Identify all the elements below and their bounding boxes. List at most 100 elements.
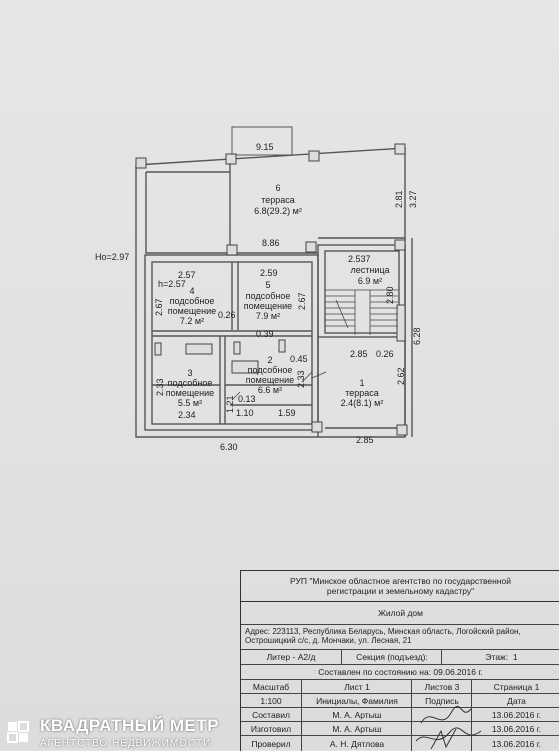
room2-number: 2	[267, 355, 272, 365]
agency-watermark: КВАДРАТНЫЙ МЕТР АГЕНТСТВО НЕДВИЖИМОСТИ	[0, 708, 300, 750]
stamp-org: РУП "Минское областное агентство по госу…	[241, 571, 559, 602]
stamp-date-3: 13.06.2016 г.	[471, 736, 559, 751]
dim-stair-side: 2.80	[385, 286, 395, 304]
stamp-role-3: Проверил	[251, 738, 291, 749]
dim-026-b: 0.26	[376, 349, 394, 359]
floor-plan: 9.15 Ho=2.97 2.81 3.27 8.86 2.57 h=2.57 …	[95, 126, 422, 452]
room5-number: 5	[265, 280, 270, 290]
room3-name1: подсобное	[168, 378, 213, 388]
dim-room4-width: 2.57	[178, 270, 196, 280]
dim-room4-side: 2.67	[154, 298, 164, 316]
stamp-sheet-label: Лист	[344, 681, 363, 692]
room6-number: 6	[275, 183, 280, 193]
stamp-sheets-value: 3	[454, 681, 460, 692]
stair-flight	[325, 289, 398, 335]
dim-bottom-right: 2.85	[356, 435, 374, 445]
stamp-header-row: Масштаб Лист 1 Листов 3 Страница 1	[241, 680, 559, 694]
dim-stair-width: 2.537	[348, 254, 371, 264]
dim-outer-total: 6.28	[412, 327, 422, 345]
dim-stair-bottom: 2.85	[350, 349, 368, 359]
plan-columns	[135, 143, 408, 436]
stamp-name-2: М. А. Артыш	[301, 722, 412, 735]
stamp-sheets: Листов 3	[411, 680, 472, 693]
stamp-state-date: Составлен по состоянию на: 09.06.2016 г.	[241, 665, 559, 680]
dim-039: 0.39	[256, 329, 274, 339]
stamp-scale-label: Масштаб	[252, 681, 290, 692]
room2-area: 6.6 м²	[258, 385, 282, 395]
stamp-object: Жилой дом	[241, 602, 559, 625]
room1-area: 2.4(8.1) м²	[341, 398, 384, 408]
dim-121: 1.21	[225, 395, 235, 413]
room1-number: 1	[359, 378, 364, 388]
dim-terrace-right: 2.81	[394, 190, 404, 208]
stamp-signature-1	[411, 708, 472, 721]
stamp-floor: Этаж: 1	[441, 650, 559, 664]
room6-name: терраса	[261, 195, 295, 205]
stamp-row-checked: Проверил А. Н. Дятлова 13.06.2016 г.	[241, 736, 559, 751]
dim-room4-height: h=2.57	[158, 279, 186, 289]
stamp-org-line2: регистрации и земельному кадастру"	[326, 586, 475, 596]
dim-bottom-left: 6.30	[220, 442, 238, 452]
stair-area: 6.9 м²	[358, 276, 382, 286]
stamp-date-label: Дата	[471, 694, 559, 707]
watermark-subtitle: АГЕНТСТВО НЕДВИЖИМОСТИ	[40, 738, 212, 749]
plan-walls	[135, 126, 413, 438]
dim-room3-width: 2.34	[178, 410, 196, 420]
stamp-address-line2: Острошицкий с/с, д. Мончаки, ул. Лесная,…	[245, 636, 412, 645]
dim-110: 1.10	[236, 408, 254, 418]
dim-045: 0.45	[290, 354, 308, 364]
stair-name: лестница	[350, 265, 389, 275]
room5-area: 7.9 м²	[256, 311, 280, 321]
stamp-section: Секция (подъезд):	[341, 650, 442, 664]
stamp-subheader-row: 1:100 Инициалы, Фамилия Подпись Дата	[241, 694, 559, 708]
room5-name1: подсобное	[246, 291, 291, 301]
dim-room5-width: 2.59	[260, 268, 278, 278]
stamp-date-1: 13.06.2016 г.	[471, 708, 559, 721]
dim-013: 0.13	[238, 394, 256, 404]
room2-name2: помещение	[246, 375, 294, 385]
room3-name2: помещение	[166, 388, 214, 398]
dim-159: 1.59	[278, 408, 296, 418]
stamp-org-line1: РУП "Минское областное агентство по госу…	[290, 576, 511, 586]
room3-area: 5.5 м²	[178, 398, 202, 408]
stamp-initials-label: Инициалы, Фамилия	[301, 694, 412, 707]
dim-top-width: 9.15	[256, 142, 274, 152]
stamp-role-2: Изготовил	[250, 723, 292, 734]
dim-room5-side: 2.67	[297, 292, 307, 310]
stamp-signature-2	[411, 722, 472, 735]
room4-name1: подсобное	[170, 296, 215, 306]
stamp-scale-value: 1:100	[260, 695, 282, 706]
stamp-date-2: 13.06.2016 г.	[471, 722, 559, 735]
stamp-litera-row: Литер - А2/д Секция (подъезд): Этаж: 1	[241, 650, 559, 665]
dim-height-label: Ho=2.97	[95, 252, 129, 262]
stamp-signature-label: Подпись	[411, 694, 472, 707]
dim-026-a: 0.26	[218, 310, 236, 320]
stamp-floor-label: Этаж:	[485, 652, 509, 662]
stamp-signature-3	[411, 736, 472, 751]
room5-name2: помещение	[244, 301, 292, 311]
stamp-row-made: Изготовил М. А. Артыш 13.06.2016 г.	[241, 722, 559, 736]
stamp-litera: Литер - А2/д	[266, 652, 316, 662]
stamp-address-line1: Адрес: 223113, Республика Беларусь, Минс…	[245, 627, 521, 636]
room4-name2: помещение	[168, 306, 216, 316]
stamp-sheets-label: Листов	[424, 681, 453, 692]
dim-room3-side: 2.33	[155, 378, 165, 396]
agency-logo-icon	[7, 721, 29, 743]
stamp-name-1: М. А. Артыш	[301, 708, 412, 721]
handwritten-signatures	[415, 705, 482, 750]
stamp-role-1: Составил	[252, 709, 290, 720]
dim-room2-side: 2.33	[296, 370, 306, 388]
stamp-floor-value: 1	[512, 652, 518, 662]
room1-name: терраса	[345, 388, 379, 398]
room6-area: 6.8(29.2) м²	[254, 206, 302, 216]
dim-terrace1-side: 2.62	[396, 367, 406, 385]
dim-mid-width: 8.86	[262, 238, 280, 248]
stamp-address: Адрес: 223113, Республика Беларусь, Минс…	[241, 625, 559, 650]
room3-number: 3	[187, 368, 192, 378]
watermark-title: КВАДРАТНЫЙ МЕТР	[40, 716, 220, 735]
stamp-page-label: Страница	[493, 681, 533, 692]
stamp-page-value: 1	[534, 681, 540, 692]
dim-outer-right: 3.27	[408, 190, 418, 208]
room2-name1: подсобное	[248, 365, 293, 375]
